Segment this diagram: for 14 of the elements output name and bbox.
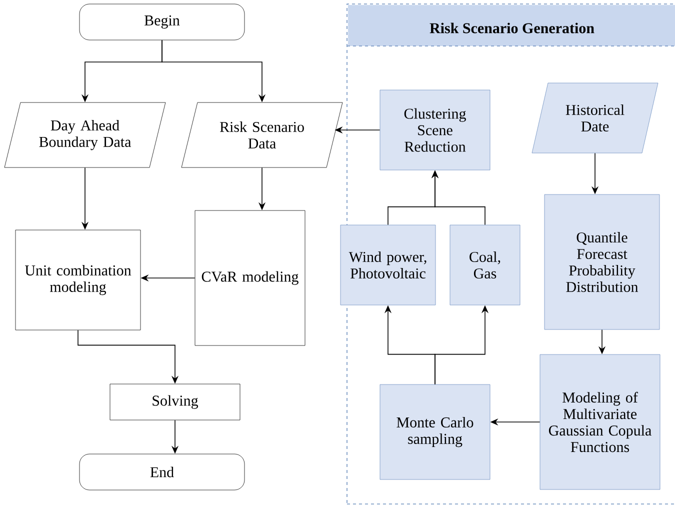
process-box: CVaR modeling: [194, 210, 306, 346]
process-box: Wind power, Photovoltaic: [340, 224, 436, 306]
process-box: Unit combination modeling: [15, 230, 141, 330]
terminal-box: Begin: [79, 4, 245, 40]
data-parallelogram: Historical Date: [532, 82, 658, 154]
process-box: Modeling of Multivariate Gaussian Copula Functions: [540, 354, 660, 490]
process-box: Quantile Forecast Probability Distribution: [544, 194, 660, 330]
data-parallelogram: Day Ahead Boundary Data: [4, 102, 166, 168]
terminal-box: End: [79, 454, 245, 490]
process-box: Clustering Scene Reduction: [380, 90, 490, 170]
data-parallelogram: Risk Scenario Data: [181, 102, 343, 168]
process-box: Solving: [110, 384, 240, 420]
process-box: Monte Carlo sampling: [380, 384, 490, 480]
process-box: Coal, Gas: [450, 224, 520, 306]
